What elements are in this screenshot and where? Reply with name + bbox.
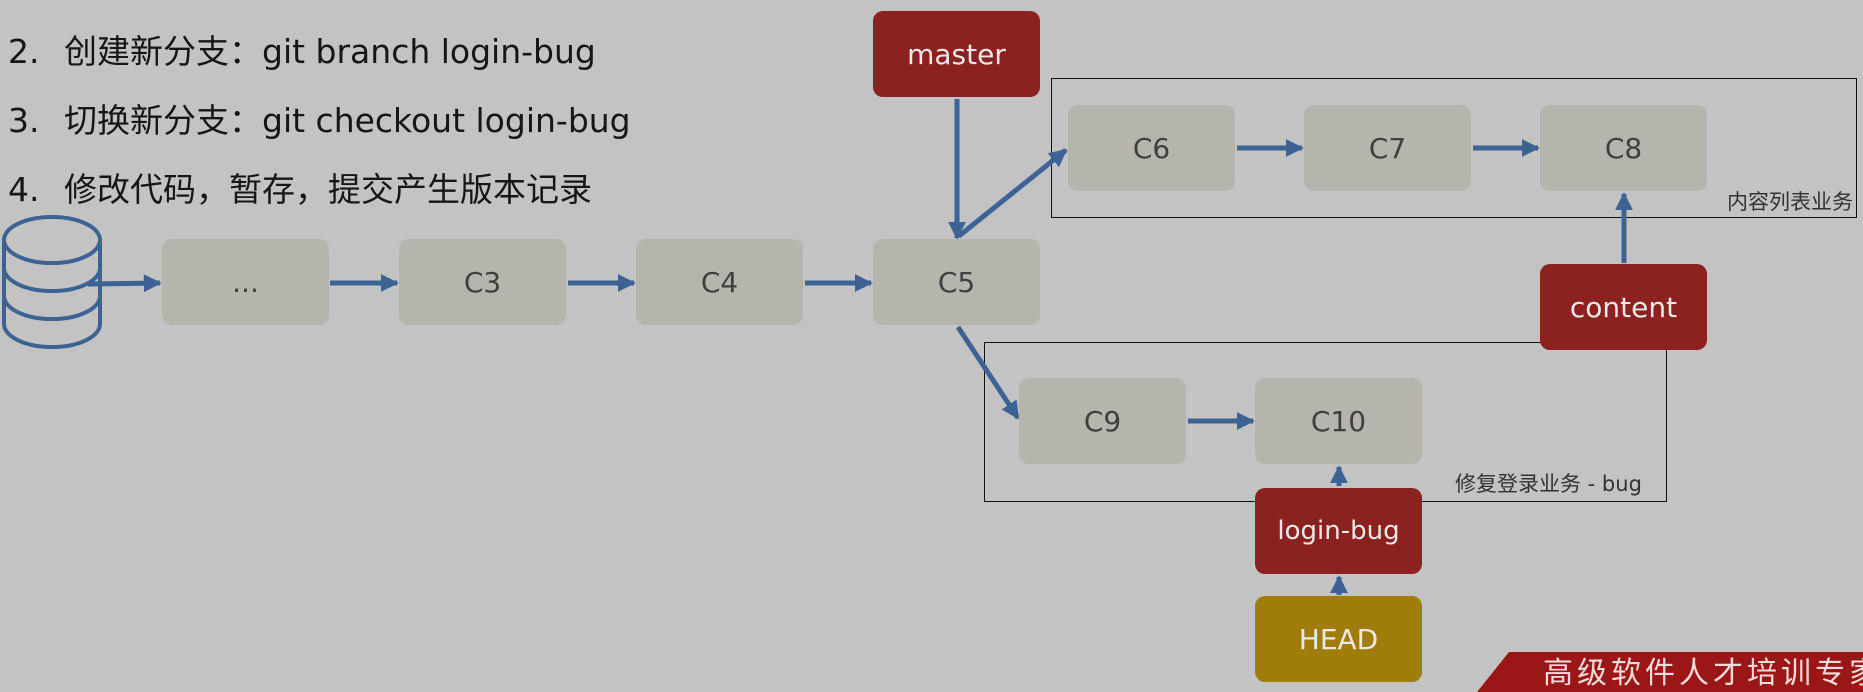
step-text: 修改代码，暂存，提交产生版本记录 [64,170,592,209]
arrow-c5-to-c9 [955,325,1021,420]
step-2: 2. 创建新分支：git branch login-bug [8,25,596,73]
arrow-c5-to-c6 [957,148,1068,238]
branch-master: master [873,11,1040,97]
arrow-repo-to-ellipsis [87,274,162,293]
step-text: 创建新分支：git branch login-bug [64,32,596,71]
database-icon [1,215,102,349]
step-number: 2. [8,32,40,71]
step-number: 4. [8,170,40,209]
commit-c7: C7 [1304,105,1471,191]
commit-c4: C4 [636,239,803,325]
commit-c9: C9 [1019,378,1186,464]
commit-c10: C10 [1255,378,1422,464]
head-pointer: HEAD [1255,596,1422,682]
commit-c8: C8 [1540,105,1707,191]
step-text: 切换新分支：git checkout login-bug [64,101,631,140]
commit-c5: C5 [873,239,1040,325]
commit-c6: C6 [1068,105,1235,191]
content-branch-frame [1051,78,1857,218]
footer-banner: 高级软件人才培训专家 [1477,652,1863,692]
branch-login-bug: login-bug [1255,488,1422,574]
commit-ellipsis: ... [162,239,329,325]
step-4: 4. 修改代码，暂存，提交产生版本记录 [8,163,592,211]
step-3: 3. 切换新分支：git checkout login-bug [8,94,631,142]
branch-content: content [1540,264,1707,350]
login-bug-branch-label: 修复登录业务 - bug [1455,472,1642,496]
step-number: 3. [8,101,40,140]
content-branch-label: 内容列表业务 [1727,190,1853,214]
commit-c3: C3 [399,239,566,325]
